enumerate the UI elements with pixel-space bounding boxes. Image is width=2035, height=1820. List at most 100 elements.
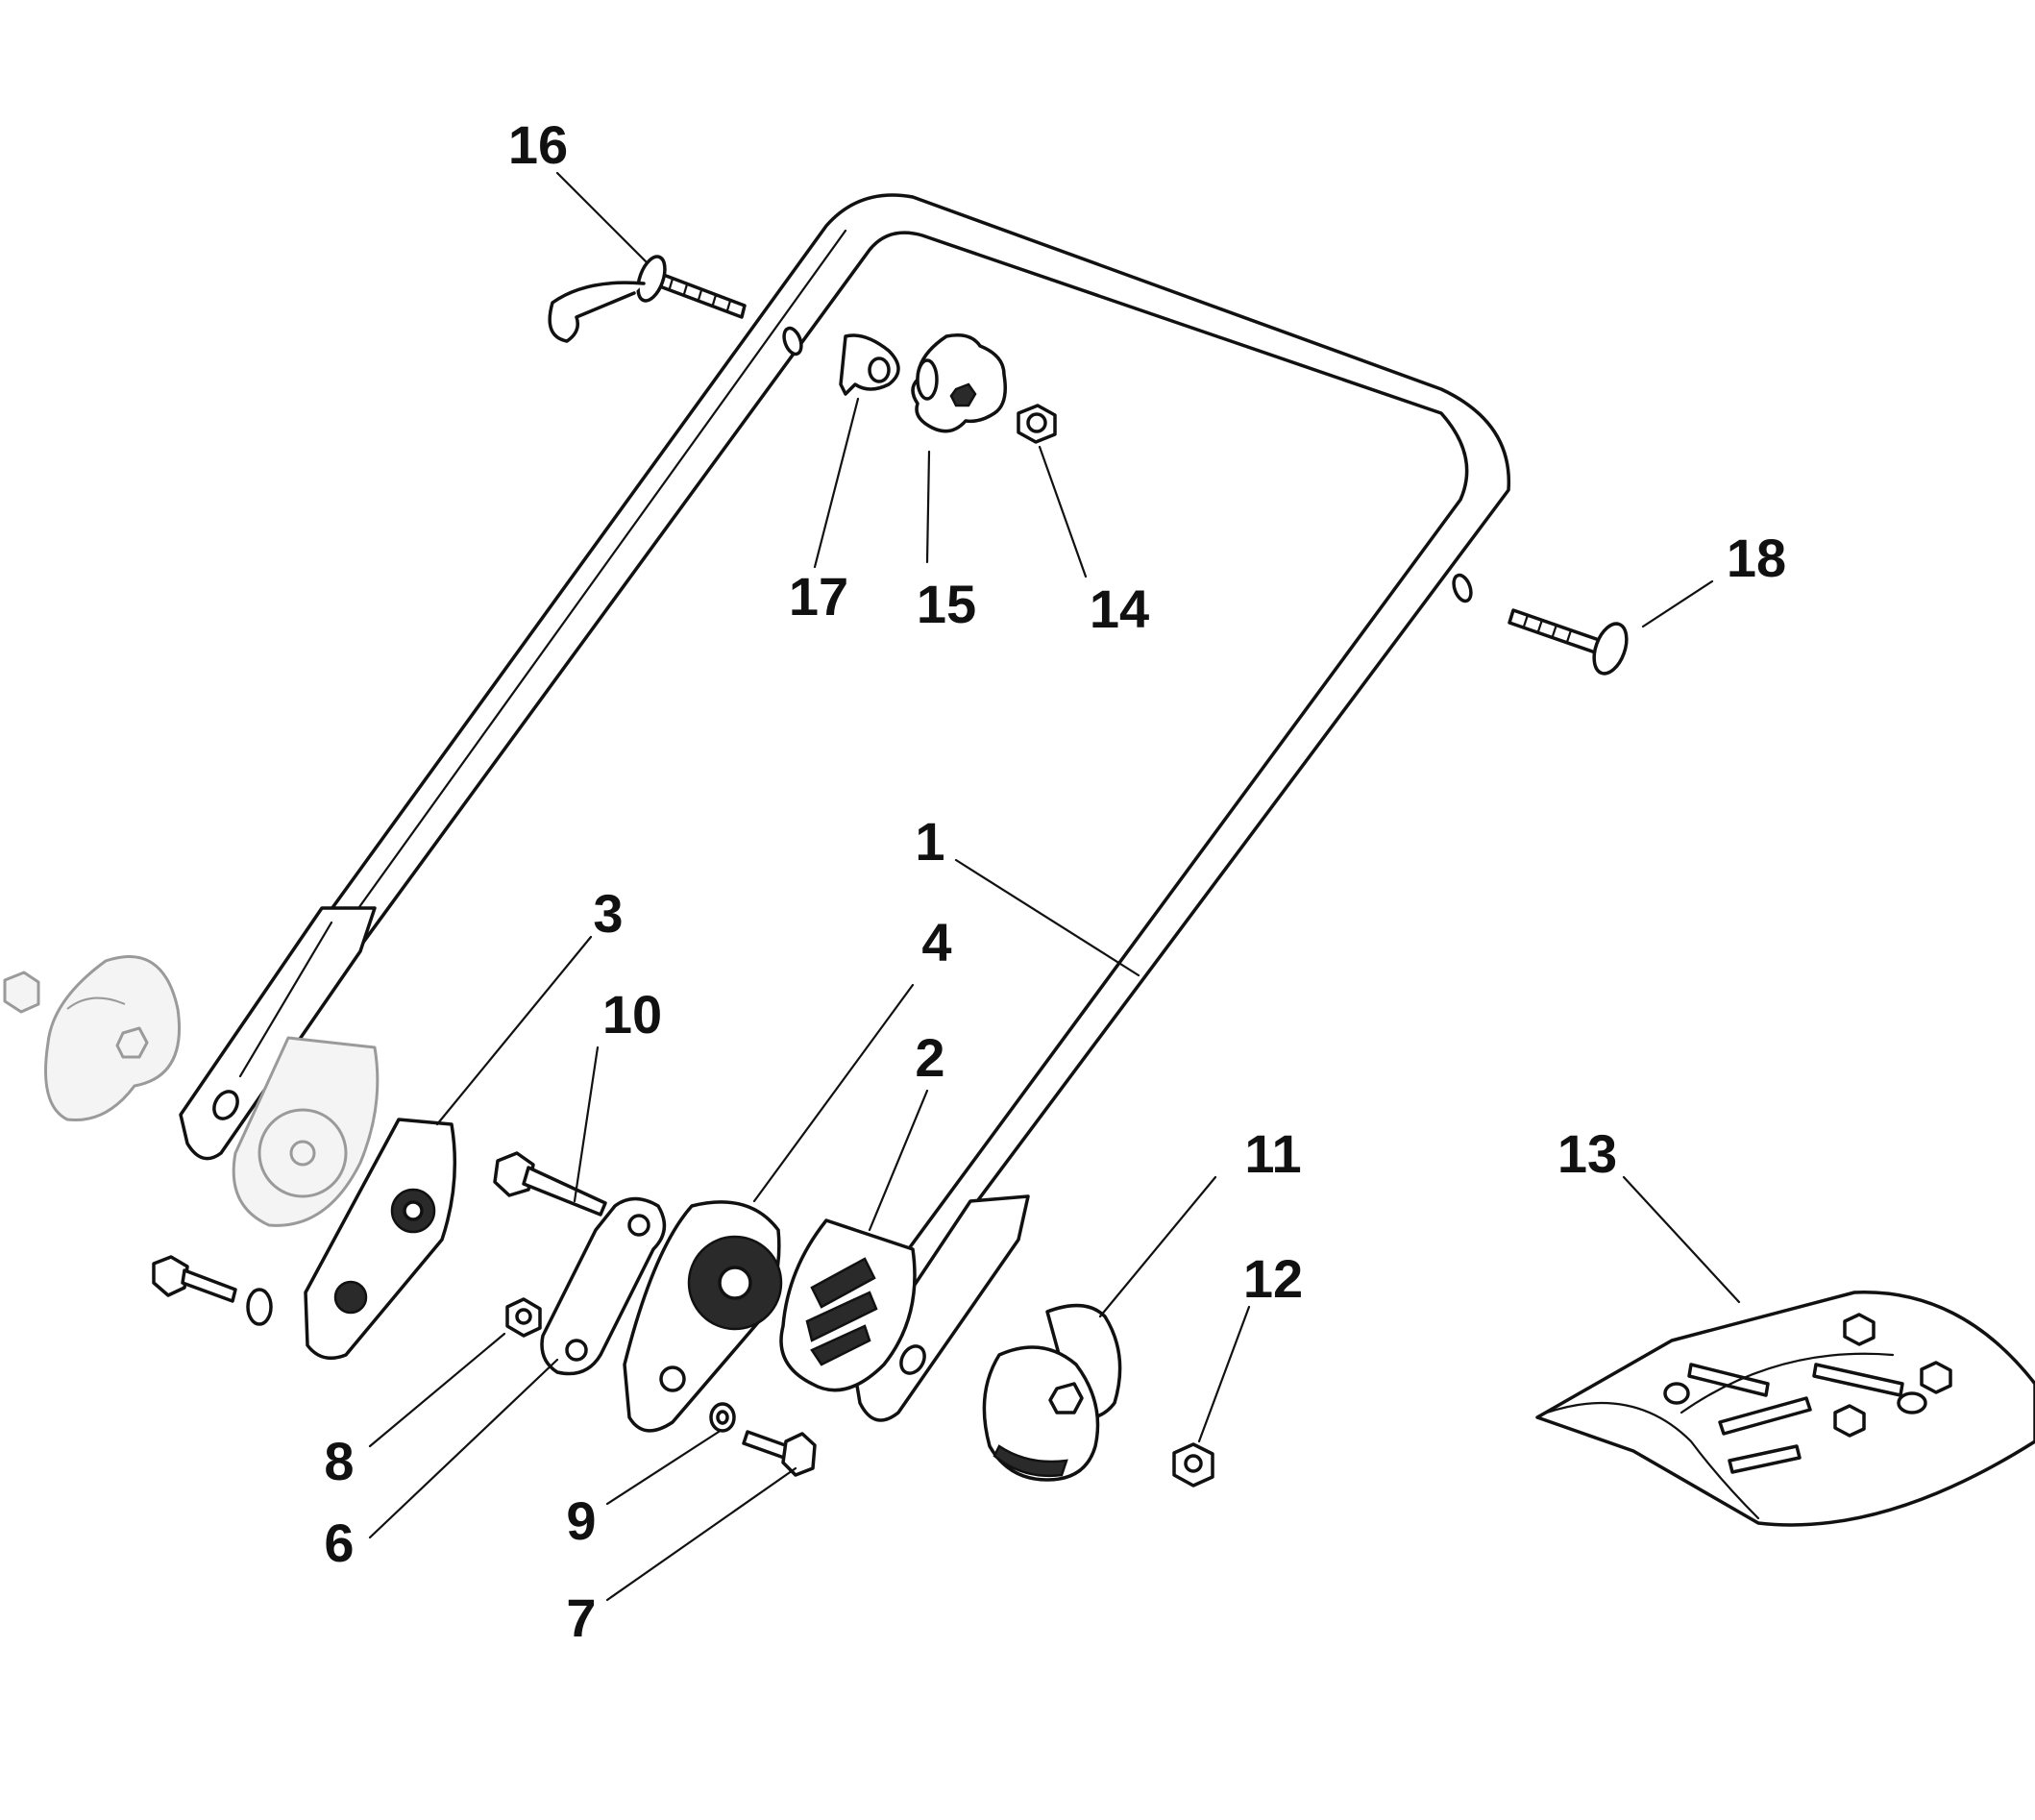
kit-bolt-c <box>1812 1363 1904 1397</box>
leader-4 <box>752 983 915 1203</box>
kit-nut-b <box>1833 1404 1866 1438</box>
cam-lever <box>839 333 900 396</box>
star-knob <box>911 333 1007 433</box>
star-knob-body <box>911 333 1007 433</box>
leader-9 <box>605 1430 721 1506</box>
callout-labels: 1 2 3 4 6 7 8 9 10 11 12 13 14 15 16 17 … <box>324 114 1786 1648</box>
ghost-knob <box>44 955 181 1122</box>
callout-1: 1 <box>915 811 944 872</box>
kit-washer-a <box>1663 1382 1690 1405</box>
gear-plate-gear-hub <box>718 1266 752 1300</box>
cotter-pin <box>548 281 646 343</box>
ghost-knob-ridge <box>66 996 126 1010</box>
hardware-kit-bag <box>1535 1291 2035 1527</box>
bracket-plate-lower-boss <box>333 1280 368 1315</box>
callout-9: 9 <box>566 1490 596 1551</box>
clamp-knob-hex <box>1048 1382 1084 1414</box>
handle-left-end-slot <box>238 921 333 1078</box>
hex-nut-left-hole <box>515 1308 532 1325</box>
leader-17 <box>813 397 860 569</box>
handle-right-end-hole <box>899 1344 926 1375</box>
ghost-gear-hub <box>289 1140 316 1167</box>
carriage-bolt-shank <box>1508 608 1606 656</box>
leader-lines <box>368 171 1741 1602</box>
hex-nut-top <box>1017 404 1057 444</box>
leader-10 <box>573 1045 600 1203</box>
long-bolt-shank <box>522 1166 607 1217</box>
kit-bolt-b <box>1718 1396 1812 1436</box>
leader-15 <box>925 450 931 564</box>
pin-bolt-head <box>636 255 667 303</box>
handle-left-end-hole <box>212 1090 239 1120</box>
hardware-kit-contents <box>1663 1313 1952 1474</box>
callout-8: 8 <box>324 1431 354 1491</box>
gear-plate <box>623 1200 783 1433</box>
link-arm-top-hole <box>627 1214 650 1237</box>
ghost-knob-hex <box>115 1026 149 1059</box>
leader-2 <box>868 1089 929 1232</box>
kit-nut-c <box>1843 1313 1876 1346</box>
leader-13 <box>1622 1175 1741 1304</box>
handle-tube-outline <box>181 193 1511 1309</box>
handle-hole-upper-left <box>782 326 803 357</box>
link-arm-body <box>540 1196 667 1376</box>
handle-right-end <box>853 1194 1030 1422</box>
leader-8 <box>368 1332 506 1448</box>
clamp-block-ribs <box>805 1257 878 1366</box>
ghost-mirror-parts <box>3 955 380 1227</box>
callout-16: 16 <box>508 114 568 175</box>
kit-nut-a <box>1920 1361 1952 1394</box>
clamp-block <box>779 1218 917 1392</box>
leader-16 <box>555 171 648 263</box>
callout-14: 14 <box>1090 578 1149 639</box>
callout-12: 12 <box>1243 1248 1303 1309</box>
pin-bolt <box>548 255 747 343</box>
callout-13: 13 <box>1557 1123 1617 1184</box>
link-arm-bottom-hole <box>565 1339 588 1362</box>
hex-nut-right <box>1172 1442 1214 1488</box>
gear-plate-lower-hole <box>659 1365 686 1392</box>
carriage-bolt <box>1508 608 1629 676</box>
kit-wire <box>1679 1352 1895 1414</box>
short-bolt-shank <box>742 1430 790 1460</box>
leader-3 <box>435 935 593 1126</box>
short-bolt-head <box>781 1432 817 1477</box>
pin-bolt-thread <box>668 277 732 312</box>
washer-center-hole <box>716 1410 729 1425</box>
clamp-knob-grip <box>993 1444 1068 1477</box>
kit-bolt-a <box>1687 1363 1770 1397</box>
leader-7 <box>605 1466 797 1602</box>
leader-14 <box>1038 445 1088 578</box>
leader-18 <box>1641 579 1714 628</box>
callout-15: 15 <box>917 574 976 634</box>
long-bolt <box>493 1151 607 1217</box>
carriage-bolt-thread <box>1522 613 1573 644</box>
leader-12 <box>1197 1305 1251 1443</box>
star-knob-hex-hole <box>949 382 977 407</box>
clamp-knob <box>982 1303 1122 1482</box>
kit-bolt-d <box>1728 1444 1802 1474</box>
small-washer-left <box>246 1288 273 1326</box>
link-arm <box>540 1196 667 1376</box>
hex-nut-left <box>505 1297 542 1338</box>
callout-4: 4 <box>921 912 951 972</box>
small-bolt-left-shank <box>181 1268 237 1303</box>
callout-18: 18 <box>1727 528 1786 588</box>
callout-3: 3 <box>593 883 623 944</box>
callout-10: 10 <box>602 984 662 1045</box>
callout-2: 2 <box>915 1027 944 1088</box>
bracket-plate <box>304 1118 457 1361</box>
small-bolt-left <box>152 1255 273 1326</box>
cam-lever-hole <box>868 357 891 383</box>
callout-17: 17 <box>789 566 848 627</box>
handle-tube <box>179 193 1511 1422</box>
callout-6: 6 <box>324 1513 354 1573</box>
small-bolt-left-head <box>152 1255 189 1297</box>
hex-nut-right-hole <box>1184 1454 1203 1473</box>
leader-11 <box>1098 1175 1217 1318</box>
leader-1 <box>954 858 1140 977</box>
star-knob-boss <box>916 358 939 401</box>
carriage-bolt-head <box>1592 622 1629 676</box>
callout-11: 11 <box>1244 1123 1301 1184</box>
